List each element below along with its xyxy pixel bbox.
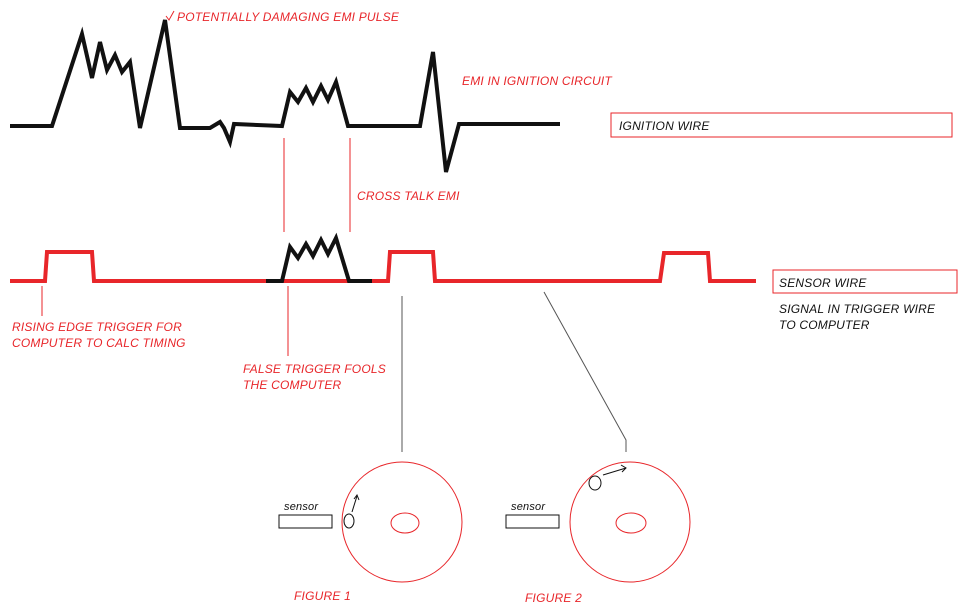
figure1-caption: FIGURE 1 bbox=[294, 589, 351, 603]
sensor-wire-box bbox=[772, 269, 958, 294]
figure1-magnet bbox=[343, 513, 355, 529]
sensor-waveform bbox=[10, 250, 756, 283]
false-trigger-label-line2: THE COMPUTER bbox=[243, 378, 342, 392]
false-trigger-label-line1: FALSE TRIGGER FOOLS bbox=[243, 362, 386, 376]
ignition-wire-label: IGNITION WIRE bbox=[619, 119, 710, 133]
figure1-rotor bbox=[341, 461, 463, 583]
cross-talk-label: CROSS TALK EMI bbox=[357, 189, 460, 203]
figure2-hub bbox=[615, 512, 647, 534]
figure2-sensor-box bbox=[505, 514, 560, 529]
emi-pulse-label: POTENTIALLY DAMAGING EMI PULSE bbox=[177, 10, 400, 24]
pulse-pointer-mark bbox=[165, 10, 175, 21]
rising-edge-label-line2: COMPUTER TO CALC TIMING bbox=[12, 336, 186, 350]
figure1-arrow-shaft bbox=[351, 495, 358, 513]
figure2-arrow-icon bbox=[620, 464, 627, 473]
figure1-arrow-icon bbox=[353, 493, 360, 501]
rising-edge-label-line1: RISING EDGE TRIGGER FOR bbox=[12, 320, 182, 334]
figure2-leader bbox=[543, 291, 627, 452]
signal-label-line2: TO COMPUTER bbox=[779, 318, 870, 332]
figure1-sensor-label: sensor bbox=[284, 501, 319, 513]
emi-ignition-label: EMI IN IGNITION CIRCUIT bbox=[462, 74, 613, 88]
figure2-caption: FIGURE 2 bbox=[525, 591, 582, 605]
sensor-wire-label: SENSOR WIRE bbox=[779, 276, 867, 290]
figure2-rotor bbox=[569, 461, 691, 583]
figure1-hub bbox=[390, 512, 420, 534]
ignition-waveform bbox=[10, 19, 560, 173]
figure1-sensor-box bbox=[278, 514, 333, 529]
figure2-magnet bbox=[588, 475, 602, 491]
figure2-arrow-shaft bbox=[602, 467, 627, 476]
crosstalk-bump bbox=[266, 232, 372, 283]
figure2-sensor-label: sensor bbox=[511, 501, 546, 513]
ignition-wire-box bbox=[610, 112, 953, 138]
signal-label-line1: SIGNAL IN TRIGGER WIRE bbox=[779, 302, 936, 316]
